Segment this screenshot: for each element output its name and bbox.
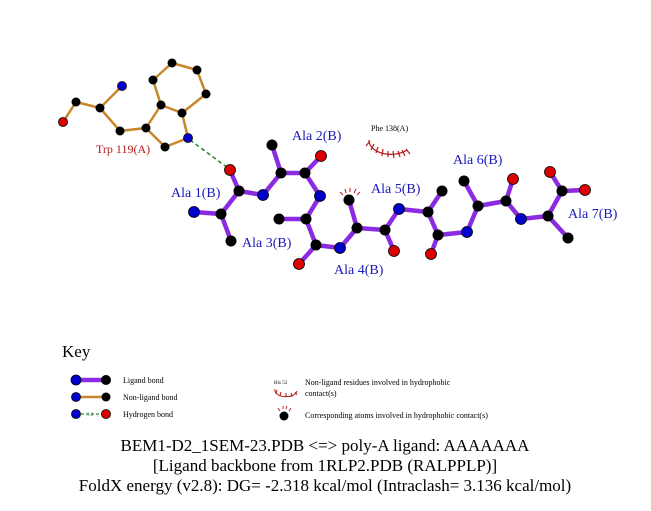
- atom-carbon: [215, 208, 227, 220]
- atom-carbon: [71, 97, 81, 107]
- atom-oxygen: [293, 258, 305, 270]
- atom-carbon: [379, 224, 391, 236]
- atom-carbon: [275, 167, 287, 179]
- atom-carbon: [422, 206, 434, 218]
- caption-line-2: [Ligand backbone from 1RLP2.PDB (RALPPLP…: [153, 456, 497, 475]
- key-hydrogen-bond-label: Hydrogen bond: [123, 410, 173, 419]
- hydrophobic-contact-phe138-icon: [365, 139, 411, 159]
- atom-nitrogen: [188, 206, 200, 218]
- atom-oxygen: [224, 164, 236, 176]
- residue-label-ala6: Ala 6(B): [453, 153, 503, 168]
- key-nonligand-bond-label: Non-ligand bond: [123, 393, 177, 402]
- atom-carbon: [542, 210, 554, 222]
- atom-carbon: [95, 103, 105, 113]
- atom-carbon: [156, 100, 166, 110]
- atom-oxygen: [544, 166, 556, 178]
- atom-carbon: [351, 222, 363, 234]
- key: Key Ligand bond Non-ligand bond 3.0 Hydr…: [62, 342, 488, 421]
- atom-oxygen: [58, 117, 68, 127]
- atom-nitrogen: [71, 409, 81, 419]
- atom-oxygen: [507, 173, 519, 185]
- key-ligand-bond-label: Ligand bond: [123, 376, 164, 385]
- residue-label-ala7: Ala 7(B): [568, 207, 618, 222]
- residue-label-ala4: Ala 4(B): [334, 263, 384, 278]
- residue-label-ala3: Ala 3(B): [242, 236, 292, 251]
- atom-oxygen: [579, 184, 591, 196]
- atom-nitrogen: [70, 374, 82, 386]
- caption-line-3: FoldX energy (v2.8): DG= -2.318 kcal/mol…: [79, 476, 571, 495]
- atom-oxygen: [101, 409, 111, 419]
- atom-nitrogen: [117, 81, 127, 91]
- key-hydrophobic-residues-label-1: Non-ligand residues involved in hydropho…: [305, 378, 451, 387]
- residue-label-phe138: Phe 138(A): [371, 124, 408, 133]
- key-hydrophobic-atoms-label: Corresponding atoms involved in hydropho…: [305, 411, 488, 420]
- key-hbond-length: 3.0: [87, 413, 94, 418]
- atom-carbon: [101, 392, 111, 402]
- atom-oxygen: [388, 245, 400, 257]
- atom-carbon: [192, 65, 202, 75]
- atom-carbon: [343, 194, 355, 206]
- caption-line-1: BEM1-D2_1SEM-23.PDB <=> poly-A ligand: A…: [121, 436, 531, 455]
- key-title: Key: [62, 342, 91, 361]
- atom-carbon: [266, 139, 278, 151]
- atom-carbon: [101, 375, 111, 385]
- atom-oxygen: [425, 248, 437, 260]
- hydrophobic-contact-atom-icon: [339, 188, 361, 196]
- atom-carbon: [299, 167, 311, 179]
- atom-carbon: [436, 185, 448, 197]
- atom-nitrogen: [71, 392, 81, 402]
- atom-carbon: [310, 239, 322, 251]
- key-example-residue: His 53: [274, 381, 288, 386]
- atom-carbon: [556, 185, 568, 197]
- atom-nitrogen: [183, 133, 193, 143]
- trp119-bonds: [61, 61, 208, 149]
- trp119-atoms: [58, 58, 211, 152]
- ligand-atoms: [188, 139, 591, 270]
- atom-carbon: [273, 213, 285, 225]
- atom-nitrogen: [461, 226, 473, 238]
- atom-carbon: [115, 126, 125, 136]
- key-hydrophobic-residues-label-2: contact(s): [305, 389, 337, 398]
- atom-nitrogen: [314, 190, 326, 202]
- atom-carbon: [233, 185, 245, 197]
- atom-carbon: [167, 58, 177, 68]
- atom-carbon: [472, 200, 484, 212]
- atom-carbon: [148, 75, 158, 85]
- hydrophobic-arc-icon: [274, 388, 298, 398]
- hydrophobic-atom-icon: [277, 405, 292, 421]
- atom-carbon: [458, 175, 470, 187]
- atom-carbon: [201, 89, 211, 99]
- atom-nitrogen: [393, 203, 405, 215]
- atom-oxygen: [315, 150, 327, 162]
- atom-nitrogen: [515, 213, 527, 225]
- residue-label-ala1: Ala 1(B): [171, 186, 221, 201]
- residue-label-ala5: Ala 5(B): [371, 182, 421, 197]
- atom-carbon: [300, 213, 312, 225]
- atom-carbon: [160, 142, 170, 152]
- atom-carbon: [500, 195, 512, 207]
- residue-label-trp119: Trp 119(A): [96, 142, 150, 156]
- atom-carbon: [432, 229, 444, 241]
- atom-carbon: [141, 123, 151, 133]
- atom-carbon: [562, 232, 574, 244]
- atom-nitrogen: [334, 242, 346, 254]
- atom-carbon: [177, 108, 187, 118]
- atom-carbon: [225, 235, 237, 247]
- hydrogen-bond: [189, 139, 229, 169]
- atom-nitrogen: [257, 189, 269, 201]
- residue-label-ala2: Ala 2(B): [292, 129, 342, 144]
